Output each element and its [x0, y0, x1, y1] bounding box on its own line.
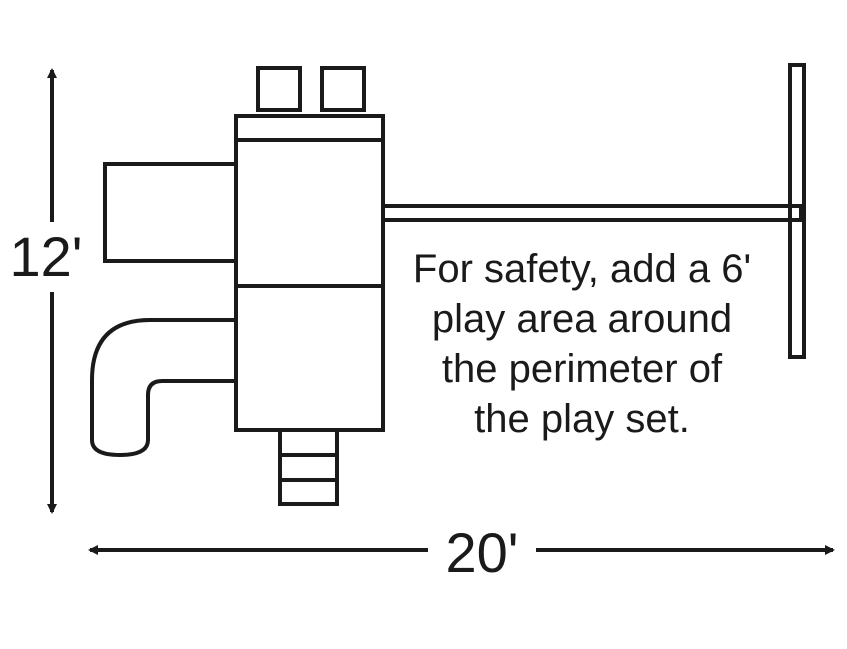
roof-box-right [320, 66, 366, 112]
width-label: 20' [446, 521, 519, 584]
note-line-4: the play set. [474, 397, 690, 441]
side-deck [103, 162, 238, 263]
playset-structure [90, 63, 806, 506]
tower-upper [234, 138, 385, 288]
note-line-3: the perimeter of [442, 347, 723, 391]
safety-note: For safety, add a 6' play area around th… [413, 247, 751, 441]
top-strip [234, 114, 385, 142]
tower-lower [234, 284, 385, 432]
roof-box-left [256, 66, 302, 112]
height-label: 12' [10, 225, 83, 288]
swing-end-post [788, 63, 806, 359]
ladder [278, 428, 339, 506]
width-dimension: 20' [88, 521, 835, 584]
curved-slide [90, 318, 236, 458]
note-line-2: play area around [432, 297, 732, 341]
swing-beam [381, 204, 803, 222]
height-dimension: 12' [10, 68, 83, 514]
note-line-1: For safety, add a 6' [413, 247, 751, 291]
